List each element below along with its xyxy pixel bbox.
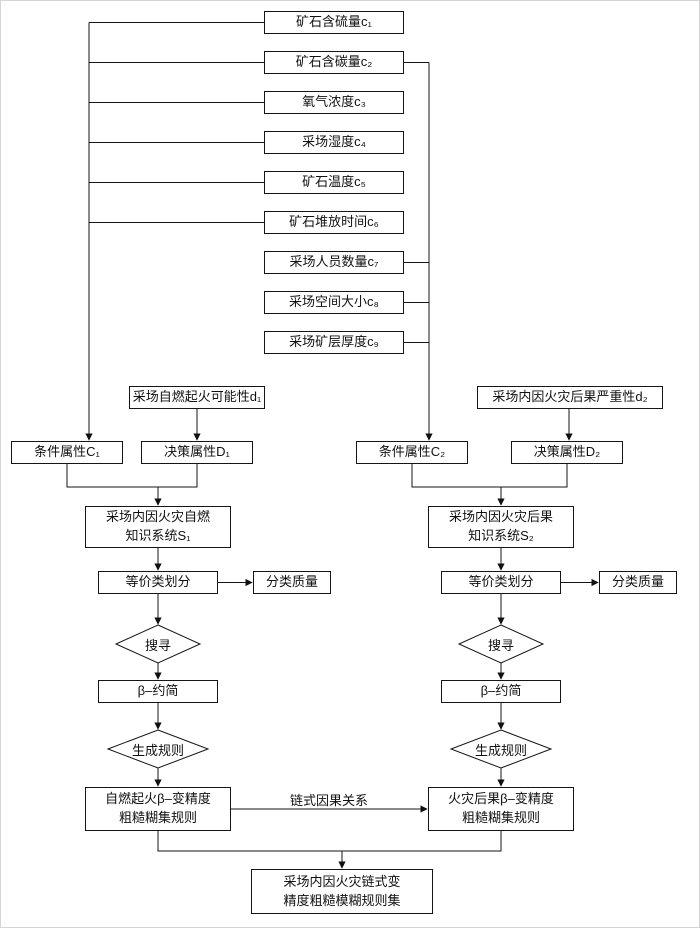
knowledge-system-s2-box: 采场内因火灾后果 知识系统S₂ <box>428 506 574 548</box>
beta-reduction-left-box: β–约简 <box>98 680 218 703</box>
rules-box-left: 自燃起火β–变精度 粗糙糊集规则 <box>85 787 231 831</box>
chain-causality-label: 链式因果关系 <box>289 793 368 808</box>
equivalence-partition-right-box: 等价类划分 <box>441 571 561 594</box>
search-diamond-right-label: 搜寻 <box>487 637 514 653</box>
generate-rules-diamond-right <box>449 729 553 769</box>
final-rule-set-box: 采场内因火灾链式变 精度粗糙模糊规则集 <box>251 869 433 914</box>
classification-quality-left-box: 分类质量 <box>253 571 331 594</box>
input-box-c9: 采场矿层厚度c₉ <box>264 331 404 354</box>
decision-source-d2: 采场内因火灾后果严重性d₂ <box>477 386 663 409</box>
input-box-c8: 采场空间大小c₈ <box>264 291 404 314</box>
search-diamond-left <box>114 624 202 664</box>
search-diamond-right <box>457 624 545 664</box>
input-box-c7: 采场人员数量c₇ <box>264 251 404 274</box>
input-box-c1: 矿石含硫量c₁ <box>264 11 404 34</box>
input-box-c5: 矿石温度c₅ <box>264 171 404 194</box>
generate-rules-diamond-left-label: 生成规则 <box>131 742 184 758</box>
decision-attr-d2-box: 决策属性D₂ <box>511 441 623 464</box>
rules-box-right: 火灾后果β–变精度 粗糙糊集规则 <box>428 787 574 831</box>
input-box-c3: 氧气浓度c₃ <box>264 91 404 114</box>
knowledge-system-s1-box: 采场内因火灾自燃 知识系统S₁ <box>85 506 231 548</box>
input-box-c2: 矿石含碳量c₂ <box>264 51 404 74</box>
classification-quality-right-box: 分类质量 <box>599 571 677 594</box>
equivalence-partition-left-box: 等价类划分 <box>98 571 218 594</box>
generate-rules-diamond-left <box>106 729 210 769</box>
decision-source-d1: 采场自燃起火可能性d₁ <box>129 386 265 409</box>
condition-attr-c2-box: 条件属性C₂ <box>356 441 468 464</box>
input-box-c4: 采场湿度c₄ <box>264 131 404 154</box>
connectors <box>66 22 599 869</box>
decision-attr-d1-box: 决策属性D₁ <box>141 441 253 464</box>
search-diamond-left-label: 搜寻 <box>144 637 171 653</box>
generate-rules-diamond-right-label: 生成规则 <box>474 742 527 758</box>
condition-attr-c1-box: 条件属性C₁ <box>11 441 123 464</box>
input-box-c6: 矿石堆放时间c₆ <box>264 211 404 234</box>
beta-reduction-right-box: β–约简 <box>441 680 561 703</box>
